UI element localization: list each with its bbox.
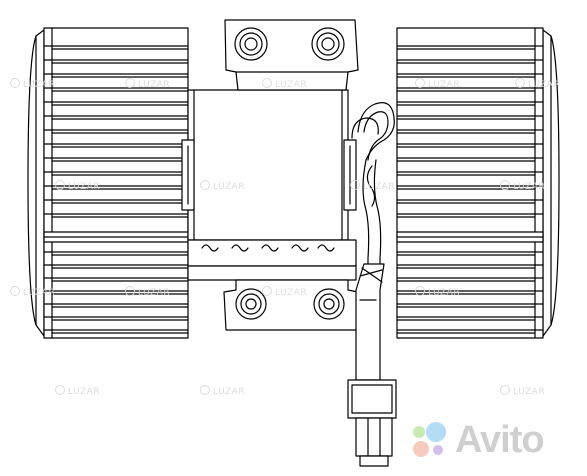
watermark-text: LUZAR xyxy=(500,385,545,397)
clip-tab xyxy=(231,244,249,252)
clip-tab xyxy=(317,244,335,252)
top-right-mount-hole xyxy=(311,27,345,61)
watermark-text: LUZAR xyxy=(10,78,55,90)
connector-terminal xyxy=(355,417,393,457)
watermark-text: LUZAR xyxy=(200,180,245,192)
brand-name: Avito xyxy=(455,419,545,461)
right-fan-vanes-upper xyxy=(396,45,544,218)
left-fan-vanes-upper xyxy=(43,45,189,218)
bottom-left-mount-hole xyxy=(235,288,267,320)
watermark-text: LUZAR xyxy=(350,180,395,192)
watermark-text: LUZAR xyxy=(415,286,460,298)
watermark-text: LUZAR xyxy=(125,78,170,90)
watermark-text: LUZAR xyxy=(262,286,307,298)
housing-clip-tabs xyxy=(201,244,335,252)
motor-body xyxy=(187,89,349,241)
watermark-text: LUZAR xyxy=(10,286,55,298)
motor-lower-band xyxy=(187,239,357,267)
watermark-text: LUZAR xyxy=(55,385,100,397)
watermark-text: LUZAR xyxy=(415,78,460,90)
motor-housing xyxy=(181,19,359,331)
brand-watermark: Avito xyxy=(409,418,545,462)
wiring-harness xyxy=(347,102,397,467)
watermark-text: LUZAR xyxy=(500,180,545,192)
wire-loom xyxy=(355,263,385,381)
connector-plug xyxy=(347,379,397,419)
left-fan-vanes-lower xyxy=(43,251,189,334)
watermark-text: LUZAR xyxy=(262,78,307,90)
watermark-text: LUZAR xyxy=(515,78,560,90)
clip-tab xyxy=(201,244,219,252)
clip-tab xyxy=(291,244,309,252)
watermark-text: LUZAR xyxy=(55,180,100,192)
top-left-mount-hole xyxy=(234,27,268,61)
watermark-text: LUZAR xyxy=(125,286,170,298)
clip-tab xyxy=(261,244,279,252)
watermark-text: LUZAR xyxy=(200,385,245,397)
bottom-right-mount-hole xyxy=(313,288,345,320)
avito-logo-icon xyxy=(409,420,449,460)
